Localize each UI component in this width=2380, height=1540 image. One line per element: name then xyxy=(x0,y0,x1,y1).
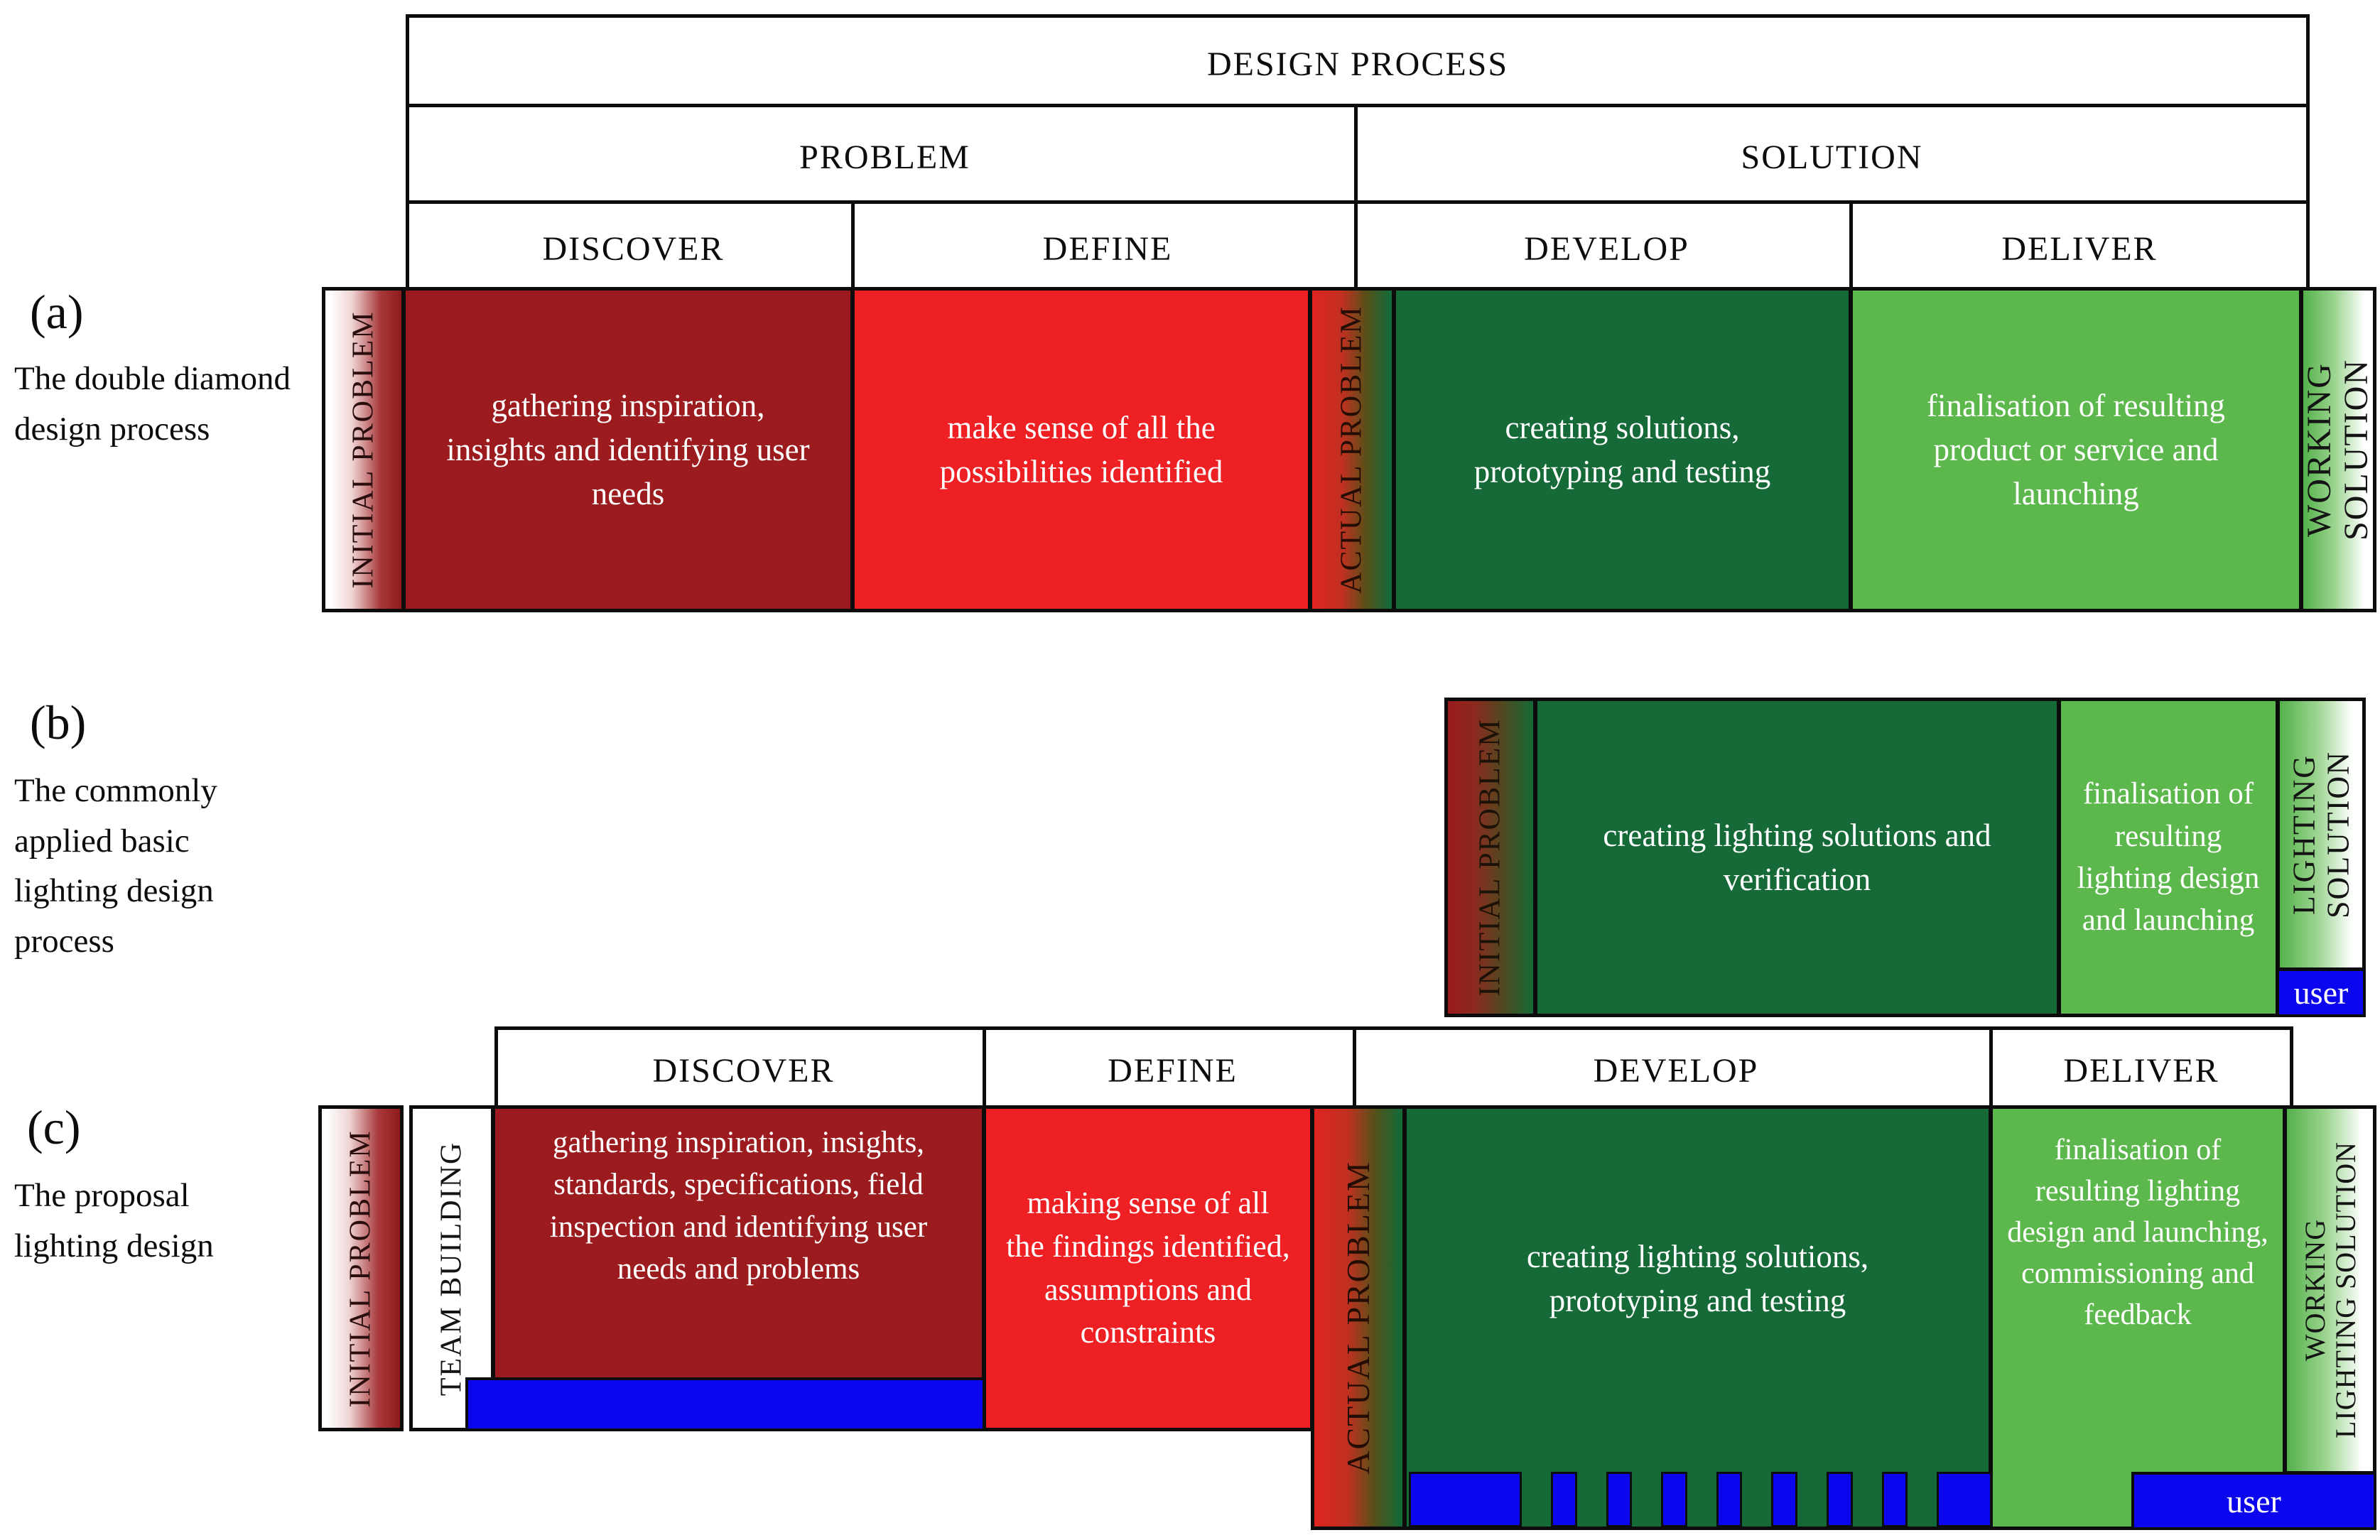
header-phase-discover: DISCOVER xyxy=(406,200,861,297)
user-contact-mark xyxy=(1409,1472,1522,1527)
user-comb xyxy=(1409,1472,1993,1527)
row-c-phase-develop: DEVELOP xyxy=(1353,1026,1999,1115)
row-c-phase-develop-label: DEVELOP xyxy=(1593,1052,1759,1090)
row-a-deliver-text: finalisation of resulting product or ser… xyxy=(1927,387,2225,512)
row-c-user-label: user xyxy=(2227,1482,2281,1519)
row-c-discover-user-bar xyxy=(465,1377,985,1431)
user-contact-mark xyxy=(1826,1472,1853,1527)
header-phase-deliver: DELIVER xyxy=(1849,200,2310,297)
row-c-initial-problem-label: INITIAL PROBLEM xyxy=(344,1129,377,1408)
row-a-working-solution-line2: SOLUTION xyxy=(2337,359,2375,541)
row-c-working-lighting-solution-line1: WORKING xyxy=(2298,1218,2331,1362)
row-b-initial-problem-label: INITIAL PROBLEM xyxy=(1473,718,1507,997)
header-phase-discover-label: DISCOVER xyxy=(542,229,725,268)
row-a-working-solution-line1: WORKING xyxy=(2300,362,2339,537)
row-c-phase-define-label: DEFINE xyxy=(1108,1052,1238,1090)
header-phase-define-label: DEFINE xyxy=(1042,229,1173,268)
row-c-phase-discover-label: DISCOVER xyxy=(652,1052,835,1090)
row-c-team-building-label: TEAM BUILDING xyxy=(435,1141,468,1396)
row-c-discover-box: gathering inspiration, insights, standar… xyxy=(492,1105,985,1431)
row-b-caption: The commonly applied basic lighting desi… xyxy=(14,772,217,960)
row-c-working-lighting-solution-strip: WORKING LIGHTING SOLUTION xyxy=(2283,1105,2376,1475)
row-b-tag: (b) xyxy=(30,695,87,749)
header-problem: PROBLEM xyxy=(406,104,1364,210)
header-phase-develop-label: DEVELOP xyxy=(1524,229,1689,268)
row-a-discover-text: gathering inspiration, insights and iden… xyxy=(446,387,810,512)
row-b-lighting-solution-line1: LIGHTING xyxy=(2286,754,2322,915)
row-a-actual-problem-strip: ACTUAL PROBLEM xyxy=(1309,287,1395,612)
row-c-user-box: user xyxy=(2131,1472,2376,1530)
row-c-define-box: making sense of all the findings identif… xyxy=(983,1105,1314,1431)
row-a-discover-box: gathering inspiration, insights and iden… xyxy=(402,287,854,612)
row-c-define-text: making sense of all the findings identif… xyxy=(1006,1186,1290,1350)
header-design-process-label: DESIGN PROCESS xyxy=(1206,45,1509,83)
row-c-actual-problem-strip: ACTUAL PROBLEM xyxy=(1311,1105,1406,1530)
row-c-working-lighting-solution-label: WORKING LIGHTING SOLUTION xyxy=(2298,1141,2362,1439)
header-solution: SOLUTION xyxy=(1354,104,2310,210)
row-b-deliver-box: finalisation of resulting lighting desig… xyxy=(2057,698,2279,1017)
row-a-deliver-box: finalisation of resulting product or ser… xyxy=(1849,287,2303,612)
row-c-phase-discover: DISCOVER xyxy=(494,1026,992,1115)
row-a-develop-text: creating solutions, prototyping and test… xyxy=(1473,409,1771,489)
row-a-define-box: make sense of all the possibilities iden… xyxy=(851,287,1311,612)
row-a-define-text: make sense of all the possibilities iden… xyxy=(939,409,1223,489)
row-c-initial-problem-strip: INITIAL PROBLEM xyxy=(318,1105,404,1431)
row-b-lighting-solution-line2: SOLUTION xyxy=(2320,750,2355,918)
row-c-deliver-box: finalisation of resulting lighting desig… xyxy=(1989,1105,2286,1530)
row-b-deliver-text: finalisation of resulting lighting desig… xyxy=(2077,777,2260,938)
row-b-develop-box: creating lighting solutions and verifica… xyxy=(1534,698,2060,1017)
row-c-team-building-strip: TEAM BUILDING xyxy=(409,1105,494,1431)
user-contact-mark xyxy=(1550,1472,1577,1527)
row-a-working-solution-strip: WORKING SOLUTION xyxy=(2300,287,2376,612)
header-design-process: DESIGN PROCESS xyxy=(406,14,2310,114)
row-c-develop-box: creating lighting solutions, prototyping… xyxy=(1403,1105,1992,1530)
header-solution-label: SOLUTION xyxy=(1741,138,1923,176)
row-a-working-solution-label: WORKING SOLUTION xyxy=(2300,359,2375,541)
row-b-user-label: user xyxy=(2293,975,2349,1011)
row-a-initial-problem-strip: INITIAL PROBLEM xyxy=(322,287,405,612)
row-c-actual-problem-label: ACTUAL PROBLEM xyxy=(1340,1161,1377,1475)
row-c-deliver-text: finalisation of resulting lighting desig… xyxy=(2007,1134,2268,1331)
row-a-caption: The double diamond design process xyxy=(14,360,291,448)
row-c-phase-define: DEFINE xyxy=(983,1026,1363,1115)
user-contact-mark xyxy=(1661,1472,1687,1527)
row-c-tag: (c) xyxy=(27,1100,81,1154)
user-contact-mark xyxy=(1771,1472,1797,1527)
row-c-phase-deliver-label: DELIVER xyxy=(2063,1052,2219,1090)
header-phase-deliver-label: DELIVER xyxy=(2001,229,2158,268)
row-b-lighting-solution-label: LIGHTING SOLUTION xyxy=(2286,750,2355,918)
user-contact-mark xyxy=(1881,1472,1908,1527)
row-b-lighting-solution-strip: LIGHTING SOLUTION xyxy=(2276,698,2366,971)
row-a-tag: (a) xyxy=(30,285,84,339)
user-contact-mark xyxy=(1716,1472,1743,1527)
header-phase-define: DEFINE xyxy=(851,200,1364,297)
row-a-initial-problem-label: INITIAL PROBLEM xyxy=(346,310,379,589)
row-c-caption: The proposal lighting design xyxy=(14,1177,214,1264)
row-a-actual-problem-label: ACTUAL PROBLEM xyxy=(1335,305,1368,594)
row-c-working-lighting-solution-line2: LIGHTING SOLUTION xyxy=(2329,1141,2362,1439)
user-contact-mark xyxy=(1937,1472,1993,1527)
row-c-discover-text: gathering inspiration, insights, standar… xyxy=(549,1126,928,1286)
row-c-develop-text: creating lighting solutions, prototyping… xyxy=(1526,1238,1869,1318)
header-phase-develop: DEVELOP xyxy=(1354,200,1859,297)
row-b-initial-problem-strip: INITIAL PROBLEM xyxy=(1444,698,1537,1017)
row-a-develop-box: creating solutions, prototyping and test… xyxy=(1392,287,1852,612)
user-contact-mark xyxy=(1606,1472,1633,1527)
row-c-phase-deliver: DELIVER xyxy=(1989,1026,2293,1115)
row-b-user-box: user xyxy=(2276,968,2366,1017)
header-problem-label: PROBLEM xyxy=(799,138,970,176)
row-b-develop-text: creating lighting solutions and verifica… xyxy=(1603,817,1991,897)
